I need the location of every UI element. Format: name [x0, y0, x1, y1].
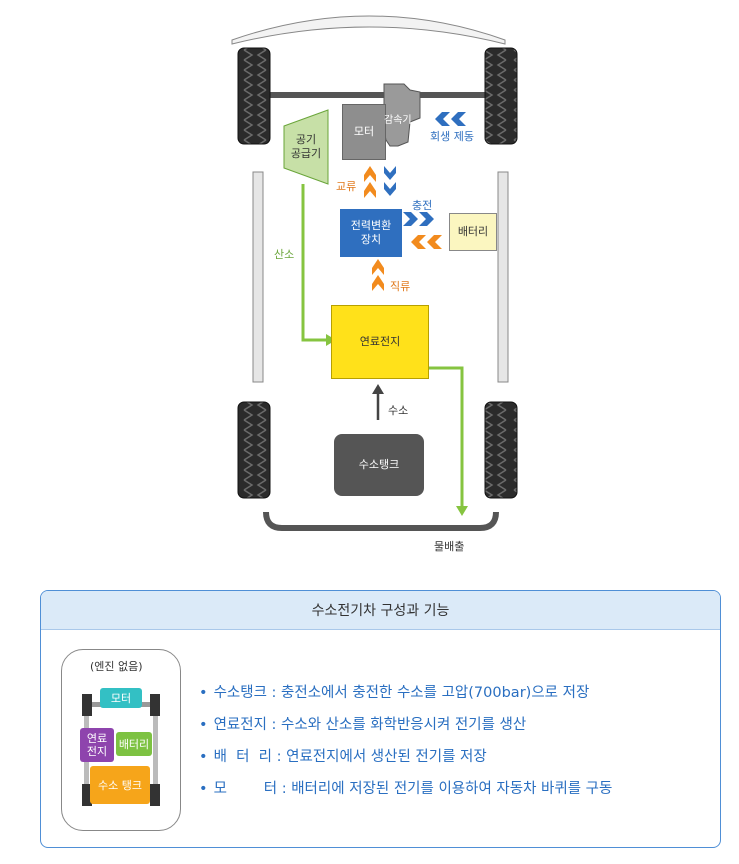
- left-rail: [252, 171, 264, 383]
- front-left-tire: [237, 47, 271, 145]
- front-axle: [270, 92, 485, 98]
- mini-fuel-cell-label-1: 연료: [86, 732, 108, 745]
- bullet-text-3: 배 터 리 : 연료전지에서 생산된 전기를 저장: [213, 749, 487, 765]
- battery-label: 배터리: [457, 225, 489, 238]
- mini-tank-label: 수소 탱크: [98, 778, 142, 792]
- mini-tank-box: 수소 탱크: [90, 766, 150, 804]
- hydrogen-tank-box: 수소탱크: [334, 434, 424, 496]
- motor-label: 모터: [353, 125, 375, 138]
- ac-label: 교류: [336, 180, 357, 193]
- water-discharge-label: 물배출: [434, 540, 465, 553]
- bullet-hydrogen-tank: •수소탱크 : 충전소에서 충전한 수소를 고압(700bar)으로 저장: [199, 685, 590, 701]
- mini-car-diagram: (엔진 없음) 모터 연료 전지 배터리 수소 탱크: [61, 649, 181, 831]
- dc-up-arrows: [372, 259, 384, 291]
- water-arrowhead: [456, 506, 468, 516]
- car-roof-outline: [231, 15, 506, 45]
- bullet-fuel-cell: •연료전지 : 수소와 산소를 화학반응시켜 전기를 생산: [199, 717, 527, 733]
- fuel-cell-box: 연료전지: [331, 305, 429, 379]
- right-rail: [497, 171, 509, 383]
- bullet-motor: •모 터 : 배터리에 저장된 전기를 이용하여 자동차 바퀴를 구동: [199, 781, 613, 797]
- mini-fuel-cell-box: 연료 전지: [80, 728, 114, 762]
- converter-label-1: 전력변환: [350, 219, 392, 232]
- mini-battery-label: 배터리: [118, 737, 150, 751]
- mini-motor-box: 모터: [100, 688, 142, 708]
- ac-down-arrows: [384, 166, 396, 196]
- bullet-text-4: 모 터 : 배터리에 저장된 전기를 이용하여 자동차 바퀴를 구동: [213, 781, 613, 797]
- hydrogen-tank-label: 수소탱크: [358, 458, 400, 471]
- charge-label: 충전: [412, 199, 433, 212]
- info-panel: 수소전기차 구성과 기능 (엔진 없음) 모터 연료 전지 배터리 수소 탱크 …: [40, 590, 721, 848]
- fuel-cell-label: 연료전지: [359, 335, 401, 348]
- charge-arrows: [403, 212, 434, 226]
- air-supplier-label-1: 공기: [295, 133, 317, 146]
- regen-braking-label: 회생 제동: [430, 130, 474, 143]
- ac-up-arrows: [364, 166, 376, 198]
- water-line: [428, 366, 464, 508]
- discharge-arrows: [411, 235, 442, 249]
- panel-header: 수소전기차 구성과 기능: [41, 591, 720, 630]
- diagram-graphics: [231, 15, 518, 531]
- regen-arrows: [435, 112, 466, 126]
- rear-right-tire: [484, 401, 518, 499]
- panel-title: 수소전기차 구성과 기능: [311, 603, 450, 619]
- motor-box: 모터: [342, 104, 386, 160]
- mini-battery-box: 배터리: [116, 732, 152, 756]
- air-supplier-label-2: 공급기: [290, 147, 322, 160]
- rear-chassis: [263, 511, 499, 531]
- reducer-label: 감속기: [384, 115, 412, 126]
- bullet-battery: •배 터 리 : 연료전지에서 생산된 전기를 저장: [199, 749, 487, 765]
- bullet-text-1: 수소탱크 : 충전소에서 충전한 수소를 고압(700bar)으로 저장: [213, 685, 590, 701]
- battery-box: 배터리: [449, 213, 497, 251]
- hydrogen-label: 수소: [388, 404, 409, 417]
- front-right-tire: [484, 47, 518, 145]
- mini-motor-label: 모터: [110, 691, 132, 705]
- dc-label: 직류: [390, 280, 411, 293]
- power-converter-box: 전력변환 장치: [340, 209, 402, 257]
- mini-fuel-cell-label-2: 전지: [86, 745, 108, 758]
- bullet-text-2: 연료전지 : 수소와 산소를 화학반응시켜 전기를 생산: [213, 717, 527, 733]
- rear-left-tire: [237, 401, 271, 499]
- hydrogen-car-diagram: 모터 감속기 회생 제동 공기 공급기 교류 전력변환 장치 충전 배터리 산소…: [231, 15, 518, 553]
- no-engine-label: (엔진 없음): [90, 660, 143, 673]
- oxygen-label: 산소: [274, 248, 295, 261]
- air-supplier-box: 공기 공급기: [286, 128, 326, 166]
- converter-label-2: 장치: [360, 233, 382, 246]
- air-supplier-shape: [283, 109, 329, 185]
- oxygen-line: [301, 184, 326, 342]
